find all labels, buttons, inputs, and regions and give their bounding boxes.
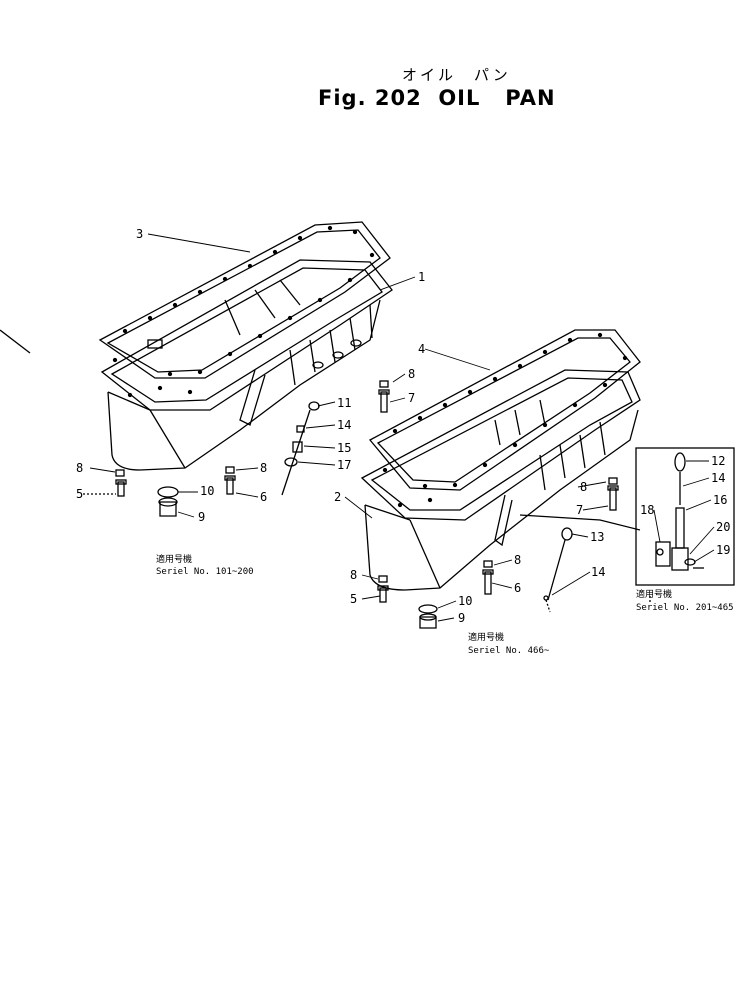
note-middle-serial: Seriel No. 466~ (468, 646, 550, 656)
oil-pan-right (360, 329, 641, 591)
callout-4: 4 (418, 342, 425, 356)
figure-title-japanese: オイル パン (402, 66, 511, 84)
callout-7: 7 (408, 391, 415, 405)
dipstick-left (281, 401, 320, 496)
callout-10: 10 (200, 484, 214, 498)
callout-15: 15 (337, 441, 351, 455)
callout-11: 11 (337, 396, 351, 410)
callout-8: 8 (260, 461, 267, 475)
callout-6: 6 (514, 581, 521, 595)
callout-17: 17 (337, 458, 351, 472)
note-left-jp: 適用号機 (156, 553, 192, 565)
pan-body-left (107, 299, 381, 471)
hardware-left (83, 466, 236, 517)
pan-rim-right (360, 369, 641, 521)
callout-8: 8 (76, 461, 83, 475)
callout-numbers: 3 1 4 8 7 11 14 15 17 8 5 8 6 10 9 2 8 7… (76, 227, 730, 625)
bolt-5 (117, 481, 125, 497)
callout-5: 5 (76, 487, 83, 501)
pan-rim-left (100, 259, 393, 411)
callout-14: 14 (711, 471, 725, 485)
gasket-10 (157, 486, 179, 498)
callout-18: 18 (640, 503, 654, 517)
callout-14: 14 (337, 418, 351, 432)
callout-8: 8 (514, 553, 521, 567)
edge-mark (0, 329, 31, 354)
leader-lines (89, 233, 715, 622)
note-left-serial: Seriel No. 101~200 (156, 567, 254, 577)
gasket-left (98, 221, 391, 379)
callout-9: 9 (458, 611, 465, 625)
callout-6: 6 (260, 490, 267, 504)
callout-19: 19 (716, 543, 730, 557)
callout-1: 1 (418, 270, 425, 284)
callout-8: 8 (350, 568, 357, 582)
serial-notes: 適用号機 Seriel No. 101~200 適用号機 Seriel No. … (156, 553, 734, 656)
callout-2: 2 (334, 490, 341, 504)
gasket-right (368, 329, 641, 491)
drain-plug-9 (159, 501, 177, 517)
callout-16: 16 (713, 493, 727, 507)
washer-8 (115, 469, 125, 477)
hardware-right (377, 380, 641, 629)
note-right-serial: Seriel No. 201~465 (636, 603, 734, 613)
callout-7: 7 (576, 503, 583, 517)
callout-10: 10 (458, 594, 472, 608)
inset-frame (635, 447, 735, 586)
note-middle-jp: 適用号機 (468, 631, 504, 643)
callout-8: 8 (580, 480, 587, 494)
figure-title: Fig. 202 OIL PAN (318, 86, 556, 110)
callout-13: 13 (590, 530, 604, 544)
inset-dipstick (635, 447, 735, 604)
callout-5: 5 (350, 592, 357, 606)
callout-20: 20 (716, 520, 730, 534)
callout-3: 3 (136, 227, 143, 241)
note-right-jp: 適用号機 (636, 588, 672, 600)
oil-pan-left (98, 221, 393, 471)
callout-9: 9 (198, 510, 205, 524)
callout-14: 14 (591, 565, 605, 579)
callout-12: 12 (711, 454, 725, 468)
callout-8: 8 (408, 367, 415, 381)
